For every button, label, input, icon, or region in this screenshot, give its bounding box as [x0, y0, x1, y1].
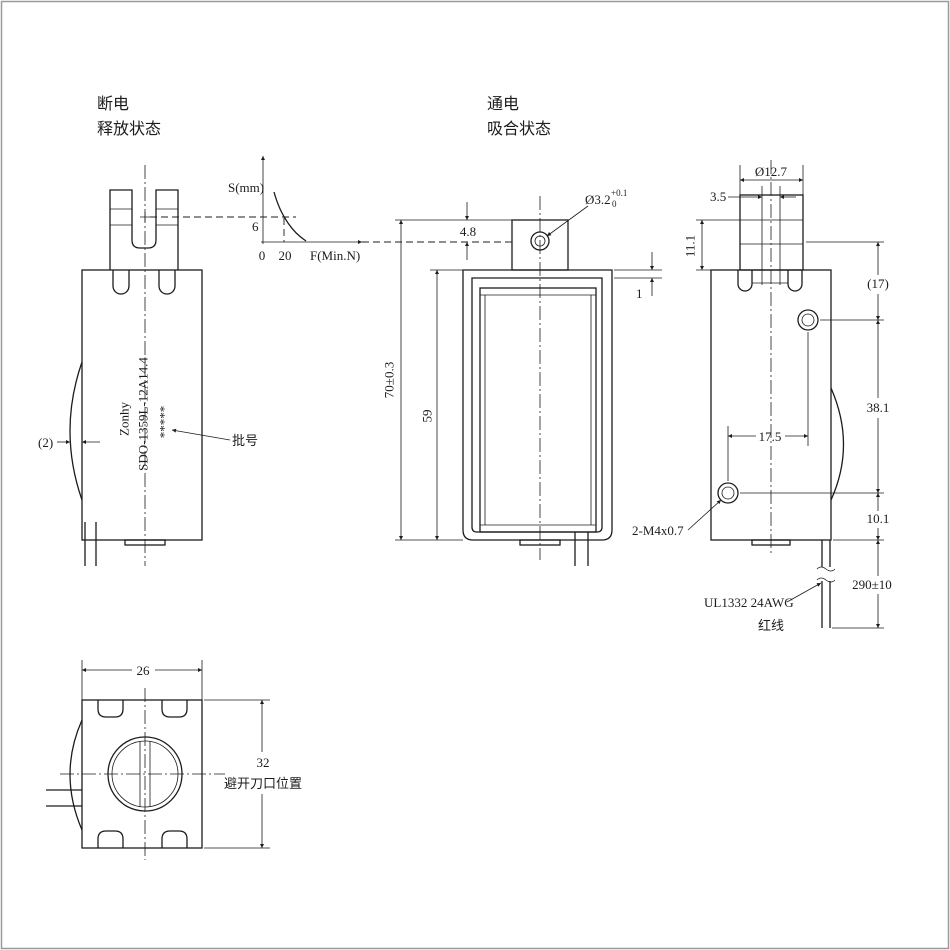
- force-axis-label: F(Min.N): [310, 248, 360, 263]
- plunger: [739, 194, 804, 271]
- batch-leader: [171, 428, 231, 441]
- overall-height-dimension: 70±0.3: [382, 362, 397, 398]
- cross-pin-lines: [110, 208, 178, 226]
- lead-wire: [84, 522, 97, 566]
- slot-width-dimension: 3.5: [710, 189, 726, 204]
- body-depth-dimension: 32: [257, 755, 270, 770]
- hole-horizontal-spacing-dimension: 17.5: [759, 429, 782, 444]
- right-extension-lines: [740, 241, 884, 629]
- released-title-line2: 释放状态: [97, 119, 161, 138]
- wire-spec-label: UL1332 24AWG: [704, 595, 794, 610]
- body-width-dimension: 26: [137, 663, 151, 678]
- width-extension-lines: [81, 660, 203, 700]
- lower-mount-hole-inner: [721, 486, 735, 500]
- coil-flange-lines: [480, 294, 596, 526]
- energized-title-line2: 吸合状态: [487, 119, 551, 138]
- released-title-line1: 断电: [97, 94, 129, 113]
- bottom-notch-right: [161, 830, 188, 848]
- frame-bracket-outer: [462, 269, 613, 541]
- coil-bobbin: [479, 287, 597, 533]
- pin-to-upper-hole-dimension: (17): [867, 276, 889, 291]
- lead-length-dimension: 290±10: [852, 577, 892, 592]
- flange-extension-lines: [614, 269, 662, 279]
- batch-label: 批号: [232, 434, 258, 449]
- coil-bulge: [69, 719, 83, 831]
- pin-hole-tolerance-upper: +0.1: [611, 188, 627, 198]
- coil-bulge: [69, 361, 83, 501]
- thread-leader: [687, 499, 722, 531]
- upper-mount-hole-inner: [801, 313, 815, 327]
- coil-bulge: [830, 387, 845, 501]
- plunger-protrusion-dimension: 11.1: [683, 235, 698, 257]
- overall-height-extension-lines: [395, 219, 512, 541]
- body-notch-left: [112, 270, 130, 295]
- body-notch-right: [787, 270, 803, 292]
- lead-wire: [821, 540, 831, 628]
- energized-title-line1: 通电: [487, 94, 519, 113]
- released-front-view: Zonhy SDO-1359L-12A14.4 ***** (2) 批号: [38, 165, 258, 566]
- plunger-protrusion-extension-lines: [696, 219, 740, 271]
- pin-hole-leader: [546, 205, 589, 237]
- energized-front-view: 70±0.3 59 4.8 Ø3.2 +0.1 0 1: [382, 188, 662, 566]
- top-notch-right: [161, 700, 188, 718]
- hole-vertical-spacing-dimension: 38.1: [867, 400, 890, 415]
- force-stroke-curve: [273, 191, 307, 242]
- avoid-cutting-edge-note: 避开刀口位置: [224, 777, 302, 792]
- lower-hole-to-bottom-dimension: 10.1: [867, 511, 890, 526]
- frame-height-dimension: 59: [420, 410, 435, 423]
- wire-color-label: 红线: [758, 618, 784, 634]
- thread-spec-label: 2-M4x0.7: [632, 523, 684, 538]
- pin-offset-dimension: 4.8: [460, 224, 476, 239]
- model-marking: SDO-1359L-12A14.4: [136, 357, 151, 471]
- upper-mount-hole-outer: [797, 309, 819, 331]
- brand-marking: Zonhy: [117, 402, 132, 436]
- plunger-pin-lines: [740, 219, 803, 245]
- frame-bracket-inner: [471, 277, 603, 533]
- batch-code-marking: *****: [157, 406, 172, 439]
- top-notch-left: [97, 700, 124, 718]
- plunger-dia-dimension: Ø12.7: [755, 164, 788, 179]
- origin-tick-label: 0: [259, 248, 266, 263]
- force-stroke-graph: S(mm) 6 0 20 F(Min.N): [150, 156, 512, 263]
- lead-wire: [574, 532, 589, 566]
- bulge-gap-dimension: (2): [38, 435, 53, 450]
- pin-hole-dimension: Ø3.2: [585, 192, 611, 207]
- body-notch-left: [737, 270, 753, 292]
- bottom-view: 26 32 避开刀口位置: [46, 660, 302, 860]
- stroke-tick-label: 6: [252, 219, 259, 234]
- wire-break-mark: [816, 566, 836, 583]
- side-view: Ø12.7 3.5 11.1 (17) 38.1 10.1 290±10 17.…: [632, 160, 892, 634]
- depth-extension-lines: [204, 699, 270, 849]
- body-notch-right: [158, 270, 176, 295]
- flange-thickness-dimension: 1: [636, 286, 643, 301]
- plunger-slot-lines: [761, 186, 781, 285]
- lower-mount-hole-outer: [717, 482, 739, 504]
- plunger-fork: [109, 189, 179, 270]
- pin-hole-tolerance-lower: 0: [612, 199, 617, 209]
- stroke-axis-label: S(mm): [228, 180, 264, 195]
- wire-leader: [786, 582, 822, 603]
- hole-spacing-extension-lines: [727, 332, 809, 481]
- force-tick-label: 20: [279, 248, 292, 263]
- bottom-notch-left: [97, 830, 124, 848]
- lead-wire: [46, 789, 82, 807]
